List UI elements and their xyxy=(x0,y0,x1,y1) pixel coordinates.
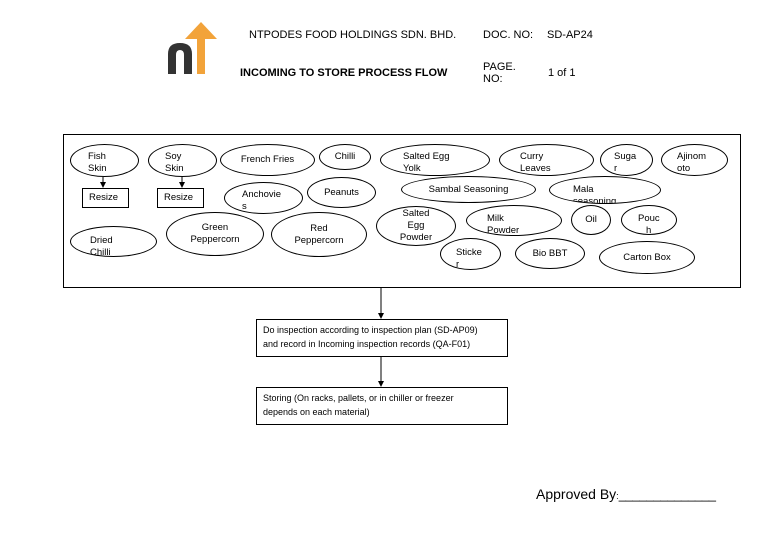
resize-soy-skin-box: Resize xyxy=(157,188,204,208)
document-title: INCOMING TO STORE PROCESS FLOW xyxy=(240,67,448,79)
material-oil: Oil xyxy=(571,205,611,235)
step-inspection-box: Do inspection according to inspection pl… xyxy=(256,319,508,357)
doc-no-value: SD-AP24 xyxy=(547,29,593,41)
logo-arrow-icon xyxy=(168,22,217,74)
company-name: NTPODES FOOD HOLDINGS SDN. BHD. xyxy=(249,29,457,41)
incoming-materials-frame xyxy=(63,134,741,288)
material-carton-box: Carton Box xyxy=(599,241,695,274)
material-french-fries: French Fries xyxy=(220,144,315,176)
material-chilli: Chilli xyxy=(319,144,371,170)
page-no-value: 1 of 1 xyxy=(548,67,576,79)
material-bio-bbt: Bio BBT xyxy=(515,238,585,269)
step-storing-box: Storing (On racks, pallets, or in chille… xyxy=(256,387,508,425)
material-sambal-seasoning: Sambal Seasoning xyxy=(401,176,536,203)
doc-no-label: DOC. NO: xyxy=(483,29,534,41)
approved-by: Approved By:______________ xyxy=(536,486,716,502)
company-logo xyxy=(166,20,218,76)
approved-by-signature-line: ______________ xyxy=(618,487,716,502)
resize-fish-skin-box: Resize xyxy=(82,188,129,208)
approved-by-label: Approved By xyxy=(536,486,617,502)
page-no-label: PAGE. NO: xyxy=(483,61,516,85)
material-peanuts: Peanuts xyxy=(307,177,376,208)
